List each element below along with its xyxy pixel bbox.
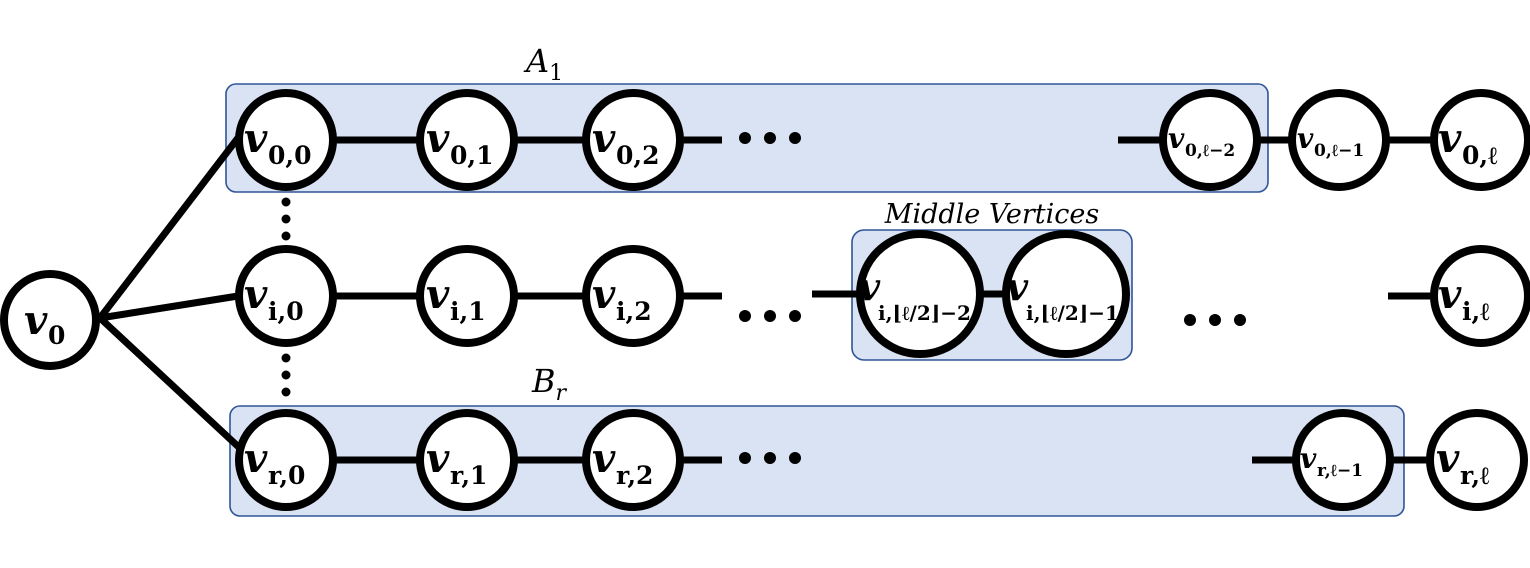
node-vi2: v i,2 bbox=[582, 245, 684, 347]
svg-text:r,0: r,0 bbox=[268, 461, 305, 490]
node-vr0: v r,0 bbox=[235, 409, 337, 511]
svg-text:v: v bbox=[1168, 122, 1185, 155]
vertical-ellipsis-upper bbox=[281, 197, 291, 241]
svg-text:0,ℓ−1: 0,ℓ−1 bbox=[1314, 141, 1364, 161]
svg-text:v: v bbox=[858, 264, 881, 309]
ellipsis-rowi-left bbox=[739, 310, 801, 322]
node-v0l1: v 0,ℓ−1 bbox=[1288, 89, 1390, 191]
ellipsis-rowi-right bbox=[1184, 314, 1246, 326]
svg-text:r,2: r,2 bbox=[616, 461, 653, 490]
node-vr1: v r,1 bbox=[416, 409, 518, 511]
node-vrl1: v r,ℓ−1 bbox=[1292, 409, 1394, 511]
middle-vertices-label: Middle Vertices bbox=[884, 199, 1099, 230]
svg-text:v: v bbox=[1438, 115, 1462, 162]
svg-text:v: v bbox=[24, 297, 48, 344]
edge-root-rowr bbox=[97, 315, 247, 455]
ellipsis-rowr bbox=[739, 452, 801, 464]
node-vrl: v r,ℓ bbox=[1426, 409, 1528, 511]
node-vil: v i,ℓ bbox=[1430, 245, 1530, 347]
node-vimid2: v i,⌊ℓ/2⌋−2 bbox=[856, 230, 984, 358]
svg-text:v: v bbox=[592, 435, 616, 482]
node-vimid1: v i,⌊ℓ/2⌋−1 bbox=[1002, 230, 1130, 358]
svg-text:v: v bbox=[592, 115, 616, 162]
svg-text:0,1: 0,1 bbox=[450, 141, 494, 170]
svg-text:0,ℓ−2: 0,ℓ−2 bbox=[1185, 141, 1235, 161]
node-v02: v 0,2 bbox=[582, 89, 684, 191]
svg-text:v: v bbox=[1436, 435, 1460, 482]
node-v0: v 0 bbox=[0, 270, 100, 370]
svg-text:i,⌊ℓ/2⌋−2: i,⌊ℓ/2⌋−2 bbox=[878, 301, 971, 325]
svg-text:v: v bbox=[1300, 442, 1317, 475]
svg-text:v: v bbox=[244, 271, 268, 318]
group-br-label: Br bbox=[531, 362, 568, 406]
node-v01: v 0,1 bbox=[416, 89, 518, 191]
svg-text:v: v bbox=[1438, 271, 1462, 318]
edge-root-row0 bbox=[97, 127, 247, 321]
svg-text:0,0: 0,0 bbox=[268, 141, 312, 170]
svg-text:v: v bbox=[1006, 264, 1029, 309]
svg-text:v: v bbox=[426, 435, 450, 482]
node-vr2: v r,2 bbox=[582, 409, 684, 511]
node-v00: v 0,0 bbox=[235, 89, 337, 191]
svg-text:i,ℓ: i,ℓ bbox=[1462, 297, 1490, 326]
node-vi1: v i,1 bbox=[416, 245, 518, 347]
svg-text:r,ℓ: r,ℓ bbox=[1460, 461, 1489, 490]
svg-text:v: v bbox=[592, 271, 616, 318]
node-v0l2: v 0,ℓ−2 bbox=[1159, 89, 1261, 191]
edge-root-rowi bbox=[99, 292, 239, 322]
svg-text:v: v bbox=[426, 271, 450, 318]
svg-text:r,ℓ−1: r,ℓ−1 bbox=[1317, 461, 1363, 481]
svg-text:i,0: i,0 bbox=[268, 297, 304, 326]
svg-text:0,ℓ: 0,ℓ bbox=[1462, 141, 1497, 170]
node-v0l: v 0,ℓ bbox=[1430, 89, 1530, 191]
svg-text:i,2: i,2 bbox=[616, 297, 652, 326]
svg-text:v: v bbox=[426, 115, 450, 162]
svg-text:v: v bbox=[244, 435, 268, 482]
ellipsis-row0 bbox=[739, 132, 801, 144]
vertical-ellipsis-lower bbox=[281, 353, 291, 397]
node-vi0: v i,0 bbox=[235, 245, 337, 347]
svg-text:r,1: r,1 bbox=[450, 461, 487, 490]
group-a1-label: A1 bbox=[523, 42, 563, 86]
svg-text:0,2: 0,2 bbox=[616, 141, 660, 170]
svg-text:i,⌊ℓ/2⌋−1: i,⌊ℓ/2⌋−1 bbox=[1026, 301, 1119, 325]
svg-text:0: 0 bbox=[48, 321, 65, 350]
svg-text:i,1: i,1 bbox=[450, 297, 486, 326]
svg-text:v: v bbox=[1297, 122, 1314, 155]
svg-text:v: v bbox=[244, 115, 268, 162]
